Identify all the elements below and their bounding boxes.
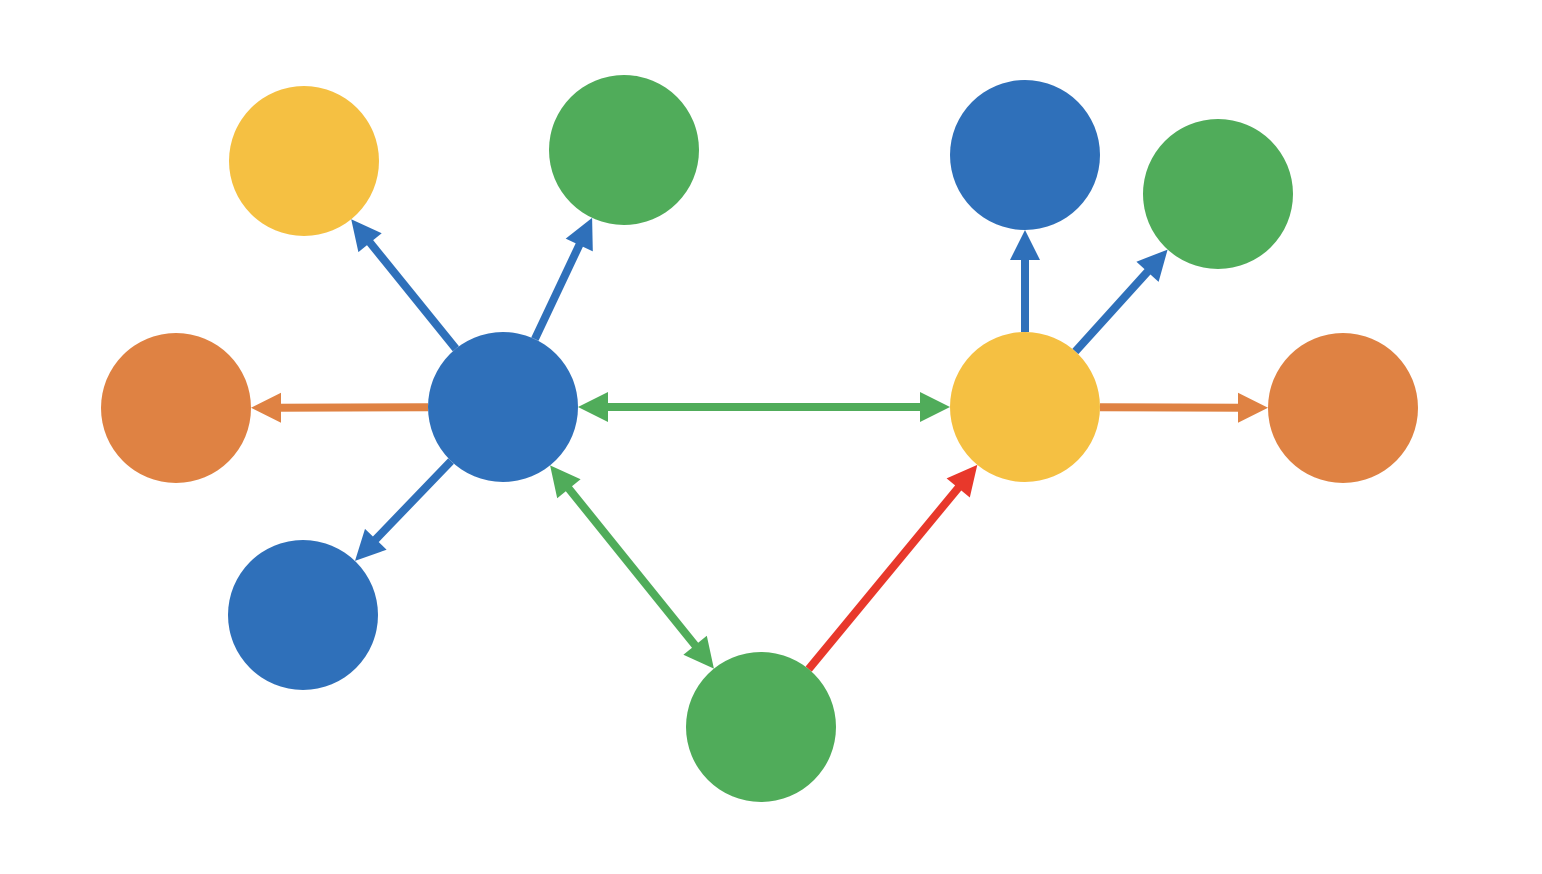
- edge-line: [364, 236, 459, 352]
- edges-layer: [251, 217, 1268, 672]
- node-top-right: [1143, 119, 1293, 269]
- arrowhead: [355, 528, 387, 561]
- edge-line: [563, 483, 701, 651]
- node-top-left: [229, 86, 379, 236]
- edge-hub-left-hub-right: [578, 392, 950, 422]
- node-hub-left: [428, 332, 578, 482]
- node-far-right: [1268, 333, 1418, 483]
- edge-hub-left-to-far-left: [251, 392, 429, 423]
- node-hub-right: [950, 332, 1100, 482]
- node-far-left: [101, 333, 251, 483]
- edge-hub-left-to-bottom-left: [355, 458, 454, 561]
- arrowhead: [251, 392, 281, 423]
- arrowhead: [946, 464, 978, 498]
- arrowhead: [920, 392, 950, 422]
- arrowhead: [1136, 249, 1168, 282]
- edge-line: [1099, 403, 1243, 412]
- arrowhead: [683, 635, 714, 669]
- edge-hub-left-bottom-middle: [550, 465, 714, 669]
- edge-line: [276, 403, 429, 412]
- nodes-layer: [101, 75, 1418, 802]
- edge-line: [1072, 266, 1154, 355]
- edge-bottom-middle-to-hub-right: [805, 464, 978, 672]
- arrowhead: [1238, 392, 1268, 423]
- arrowhead: [578, 392, 608, 422]
- edge-line: [370, 458, 454, 545]
- node-bottom-left: [228, 540, 378, 690]
- edge-hub-right-to-top-middle-right: [1010, 230, 1040, 332]
- edge-hub-right-to-top-right: [1072, 249, 1168, 355]
- edge-hub-left-to-top-middle-left: [531, 217, 593, 341]
- arrowhead: [1010, 230, 1040, 260]
- node-top-middle-right: [950, 80, 1100, 230]
- edge-hub-left-to-top-left: [351, 219, 459, 352]
- edge-line: [531, 239, 585, 341]
- node-top-middle-left: [549, 75, 699, 225]
- arrowhead: [550, 465, 581, 499]
- edge-line: [805, 482, 964, 672]
- edge-hub-right-to-far-right: [1099, 392, 1268, 423]
- node-bottom-middle: [686, 652, 836, 802]
- arrowhead: [351, 219, 382, 253]
- arrowhead: [565, 217, 593, 252]
